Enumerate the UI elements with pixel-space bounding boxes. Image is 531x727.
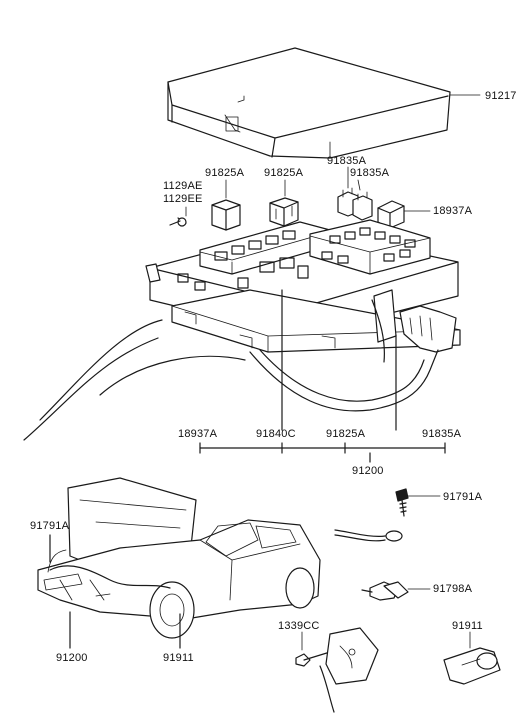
wire-harness (23, 299, 439, 441)
label-bottom-4: 91835A (422, 428, 462, 440)
label-car-right: 91911 (163, 652, 194, 664)
bottom-leaders (199, 289, 446, 463)
relay-left (211, 199, 241, 231)
label-nut: 1339CC (278, 620, 320, 632)
label-bolt-1: 1129AE (163, 180, 203, 192)
junction-box-cover (167, 47, 451, 159)
label-car-harness: 91200 (56, 652, 88, 664)
relay-right (269, 197, 299, 227)
label-cover: 91217 (485, 90, 517, 102)
label-connector: 91798A (433, 583, 473, 595)
car-illustration (37, 477, 321, 639)
label-bolt-2: 1129EE (163, 193, 203, 205)
label-relay-2: 91825A (264, 167, 304, 179)
label-ground-bolt: 91791A (443, 491, 483, 503)
label-car-left: 91791A (30, 520, 70, 532)
mounting-bolt (169, 217, 187, 227)
leader-fuses (347, 166, 361, 191)
label-bottom-2: 91840C (256, 428, 296, 440)
label-relay-1: 91825A (205, 167, 245, 179)
car-leaders (49, 534, 181, 649)
junction-box-body (145, 219, 461, 353)
label-fuse-holder: 18937A (433, 205, 473, 217)
fuse-pair (337, 187, 373, 221)
label-harness: 91200 (352, 465, 384, 477)
label-grommet-part: 91911 (452, 620, 483, 632)
grommet (443, 647, 501, 685)
ground-bolt (395, 488, 409, 517)
label-bottom-3: 91825A (326, 428, 366, 440)
connector-91798A (361, 581, 409, 601)
nut-bracket (295, 627, 379, 713)
label-fuse-1: 91835A (327, 155, 367, 167)
ground-wire (334, 529, 403, 542)
label-bottom-1: 18937A (178, 428, 218, 440)
label-fuse-2: 91835A (350, 167, 390, 179)
